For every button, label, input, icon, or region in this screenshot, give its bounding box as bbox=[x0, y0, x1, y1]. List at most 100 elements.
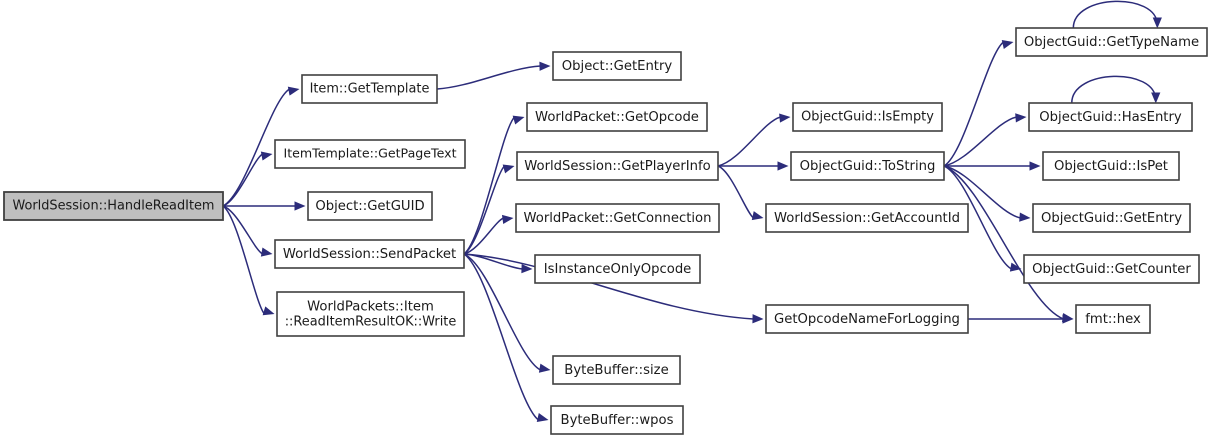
node-box-getGUID[interactable] bbox=[307, 191, 433, 221]
edge-handlereaditem-to-sendPacket bbox=[222, 205, 263, 255]
node-label-getTypeName: ObjectGuid::GetTypeName bbox=[1024, 35, 1199, 50]
edge-sendPacket-to-getOpcode bbox=[463, 116, 516, 255]
edge-handlereaditem-to-getGUID-arrow bbox=[294, 201, 306, 211]
node-box-isEmpty[interactable] bbox=[792, 102, 943, 132]
edge-getOpcodeName-to-fmtHex-arrow bbox=[1062, 314, 1074, 324]
edge-handlereaditem-to-getTemplate bbox=[222, 88, 290, 207]
node-label-sendPacket: WorldSession::SendPacket bbox=[283, 247, 456, 262]
node-box-getTemplate[interactable] bbox=[301, 74, 438, 104]
edge-sendPacket-to-byteBufferSize bbox=[463, 253, 541, 371]
edge-handlereaditem-to-sendPacket-arrow bbox=[260, 247, 273, 257]
node-getCounter[interactable]: ObjectGuid::GetCounterObjectGuid::GetCou… bbox=[1023, 254, 1200, 284]
node-label-fmtHex: fmt::hex bbox=[1085, 312, 1141, 327]
edge-sendPacket-to-getConnection bbox=[463, 217, 504, 255]
node-readItemResultOK[interactable]: WorldPackets::Item::ReadItemResultOK::Wr… bbox=[276, 291, 465, 337]
node-box-isPet[interactable] bbox=[1042, 151, 1180, 181]
edge-sendPacket-to-byteBufferSize-arrow bbox=[538, 363, 551, 373]
node-getPlayerInfo[interactable]: WorldSession::GetPlayerInfoWorldSession:… bbox=[516, 151, 719, 181]
node-sendPacket[interactable]: WorldSession::SendPacketWorldSession::Se… bbox=[274, 239, 465, 269]
node-getOpcodeName[interactable]: GetOpcodeNameForLoggingGetOpcodeNameForL… bbox=[765, 304, 969, 334]
edge-sendPacket-to-byteBufferWpos-arrow bbox=[536, 413, 549, 423]
edge-getTemplate-to-objectGetEntry bbox=[436, 65, 541, 90]
node-toString[interactable]: ObjectGuid::ToStringObjectGuid::ToString bbox=[790, 151, 945, 181]
node-getGUID[interactable]: Object::GetGUIDObject::GetGUID bbox=[307, 191, 433, 221]
edge-toString-to-guidGetEntry bbox=[943, 165, 1021, 219]
edge-getPlayerInfo-to-getAccountId-arrow bbox=[751, 211, 764, 221]
edge-getPlayerInfo-to-isEmpty-arrow bbox=[779, 113, 791, 123]
node-box-hasEntry[interactable] bbox=[1028, 102, 1193, 132]
node-label-getCounter: ObjectGuid::GetCounter bbox=[1032, 262, 1191, 277]
edge-toString-to-isPet-arrow bbox=[1029, 161, 1041, 171]
node-getConnection[interactable]: WorldPacket::GetConnectionWorldPacket::G… bbox=[515, 203, 720, 233]
edge-hasEntry-to-hasEntry bbox=[1071, 75, 1157, 104]
edge-toString-to-hasEntry-arrow bbox=[1015, 113, 1027, 123]
node-box-guidGetEntry[interactable] bbox=[1032, 203, 1191, 233]
edge-handlereaditem-to-getTemplate-arrow bbox=[287, 86, 300, 96]
edge-sendPacket-to-getOpcode-arrow bbox=[512, 115, 525, 125]
edge-getTemplate-to-objectGetEntry-arrow bbox=[539, 61, 551, 71]
edge-toString-to-fmtHex bbox=[943, 165, 1064, 320]
node-box-sendPacket[interactable] bbox=[274, 239, 465, 269]
node-label-byteBufferSize: ByteBuffer::size bbox=[564, 363, 668, 378]
node-label-isInstanceOnly: IsInstanceOnlyOpcode bbox=[544, 262, 692, 277]
node-label-hasEntry: ObjectGuid::HasEntry bbox=[1039, 110, 1182, 125]
node-byteBufferWpos[interactable]: ByteBuffer::wposByteBuffer::wpos bbox=[550, 405, 684, 435]
edge-getPlayerInfo-to-getAccountId bbox=[717, 165, 755, 219]
node-label-readItemResultOK: WorldPackets::Item bbox=[307, 299, 434, 314]
node-box-getOpcode[interactable] bbox=[526, 102, 708, 132]
node-box-handlereaditem[interactable] bbox=[3, 191, 224, 221]
node-fmtHex[interactable]: fmt::hexfmt::hex bbox=[1075, 304, 1151, 334]
node-getOpcode[interactable]: WorldPacket::GetOpcodeWorldPacket::GetOp… bbox=[526, 102, 708, 132]
node-box-getCounter[interactable] bbox=[1023, 254, 1200, 284]
node-label-isEmpty: ObjectGuid::IsEmpty bbox=[801, 110, 934, 125]
node-label-getOpcode: WorldPacket::GetOpcode bbox=[535, 110, 699, 125]
node-getPageText[interactable]: ItemTemplate::GetPageTextItemTemplate::G… bbox=[274, 139, 466, 169]
node-box-readItemResultOK[interactable] bbox=[276, 291, 465, 337]
edge-getPlayerInfo-to-isEmpty bbox=[717, 116, 781, 167]
node-label-getConnection: WorldPacket::GetConnection bbox=[524, 211, 712, 226]
node-box-getTypeName[interactable] bbox=[1015, 27, 1208, 57]
node-label-readItemResultOK: ::ReadItemResultOK::Write bbox=[285, 314, 457, 329]
node-label-getPlayerInfo: WorldSession::GetPlayerInfo bbox=[524, 159, 711, 174]
edge-getTypeName-to-getTypeName-arrow bbox=[1152, 17, 1162, 29]
edge-handlereaditem-to-getPageText bbox=[222, 153, 263, 207]
node-box-fmtHex[interactable] bbox=[1075, 304, 1151, 334]
node-getAccountId[interactable]: WorldSession::GetAccountIdWorldSession::… bbox=[765, 203, 969, 233]
node-box-getPlayerInfo[interactable] bbox=[516, 151, 719, 181]
edge-handlereaditem-to-readItemResultOK-arrow bbox=[262, 306, 275, 316]
edge-toString-to-getTypeName bbox=[943, 41, 1005, 167]
node-isInstanceOnly[interactable]: IsInstanceOnlyOpcodeIsInstanceOnlyOpcode bbox=[534, 254, 701, 284]
node-label-guidGetEntry: ObjectGuid::GetEntry bbox=[1041, 211, 1182, 226]
node-label-isPet: ObjectGuid::IsPet bbox=[1054, 159, 1168, 174]
node-box-getAccountId[interactable] bbox=[765, 203, 969, 233]
edge-sendPacket-to-getPlayerInfo-arrow bbox=[502, 164, 515, 174]
edge-toString-to-getCounter-arrow bbox=[1009, 262, 1022, 272]
edge-toString-to-getTypeName-arrow bbox=[1001, 39, 1014, 49]
node-box-getConnection[interactable] bbox=[515, 203, 720, 233]
node-box-byteBufferWpos[interactable] bbox=[550, 405, 684, 435]
edge-sendPacket-to-isInstanceOnly-arrow bbox=[521, 264, 533, 274]
node-box-getOpcodeName[interactable] bbox=[765, 304, 969, 334]
edge-getPlayerInfo-to-toString-arrow bbox=[777, 161, 789, 171]
node-box-objectGetEntry[interactable] bbox=[552, 51, 682, 81]
edge-handlereaditem-to-getPageText-arrow bbox=[260, 151, 273, 161]
edge-toString-to-getCounter bbox=[943, 165, 1012, 270]
node-getTypeName[interactable]: ObjectGuid::GetTypeNameObjectGuid::GetTy… bbox=[1015, 27, 1208, 57]
node-handlereaditem[interactable]: WorldSession::HandleReadItemWorldSession… bbox=[3, 191, 224, 221]
node-label-getGUID: Object::GetGUID bbox=[315, 199, 424, 214]
edge-layer bbox=[222, 0, 1162, 423]
node-box-isInstanceOnly[interactable] bbox=[534, 254, 701, 284]
edge-sendPacket-to-getConnection-arrow bbox=[501, 214, 514, 225]
node-box-toString[interactable] bbox=[790, 151, 945, 181]
edge-handlereaditem-to-readItemResultOK bbox=[222, 205, 266, 315]
node-box-byteBufferSize[interactable] bbox=[552, 355, 681, 385]
node-box-getPageText[interactable] bbox=[274, 139, 466, 169]
